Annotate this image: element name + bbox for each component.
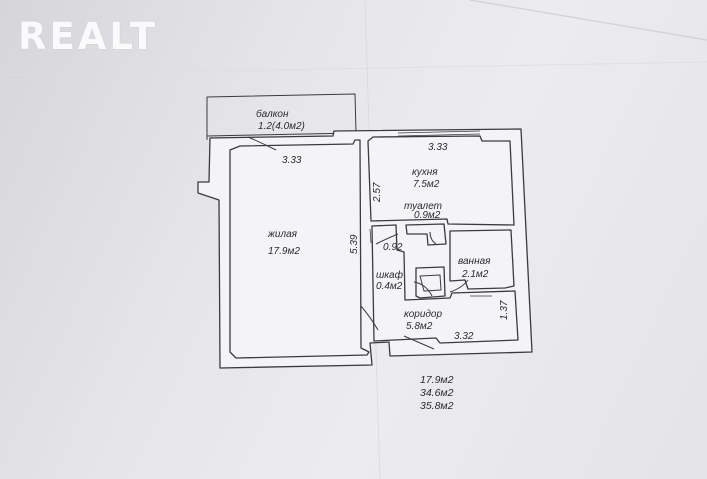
living-room-wall [229, 139, 370, 359]
area-totals: 17.9м2 34.6м2 35.8м2 [420, 374, 453, 413]
dimension-corridor-depth: 1.37 [499, 300, 510, 320]
corridor-area: 5.8м2 [406, 321, 433, 332]
corridor-wall [371, 224, 519, 344]
dimension-kitchen-width: 3.33 [428, 142, 448, 153]
dimension-kitchen-depth: 2.57 [372, 182, 383, 202]
closet-name: шкаф [376, 270, 403, 281]
living-room-name: жилая [268, 229, 297, 240]
balcony-area: 1.2(4.0м2) [258, 121, 305, 132]
toilet-wall [405, 223, 447, 246]
bathroom-name: ванная [458, 256, 491, 267]
balcony-name: балкон [256, 109, 289, 120]
closet-wall [415, 266, 446, 299]
corridor-name: коридор [404, 309, 443, 320]
dimension-hall-width: 0.92 [383, 242, 403, 253]
toilet-name: туалет [404, 201, 442, 212]
watermark-logo: REALT [18, 15, 159, 58]
bathroom-area: 2.1м2 [462, 269, 489, 280]
kitchen-name: кухня [412, 167, 438, 178]
dimension-corridor-width: 3.32 [454, 331, 474, 342]
door-swing-bath [449, 279, 469, 293]
total-area-without-balcony: 34.6м2 [420, 387, 454, 399]
total-area-with-balcony: 35.8м2 [420, 400, 454, 412]
dimension-living-width: 3.33 [282, 155, 302, 166]
balcony-outline [206, 93, 357, 140]
door-swing-kitchen [375, 233, 399, 245]
kitchen-wall [367, 135, 515, 226]
door-swing-balcony [247, 136, 277, 151]
outer-wall [197, 128, 533, 369]
door-swing-toilet [429, 231, 437, 245]
total-living-area: 17.9м2 [420, 374, 454, 386]
living-room-area: 17.9м2 [268, 246, 300, 257]
door-swing-living [360, 305, 379, 331]
toilet-area: 0.9м2 [414, 210, 441, 221]
dimension-living-depth: 5.39 [349, 234, 360, 254]
door-swing-entry [403, 335, 435, 350]
closet-area: 0.4м2 [376, 281, 403, 292]
kitchen-area: 7.5м2 [413, 179, 440, 190]
door-swing-closet [413, 281, 433, 297]
bathroom-wall [449, 229, 515, 290]
